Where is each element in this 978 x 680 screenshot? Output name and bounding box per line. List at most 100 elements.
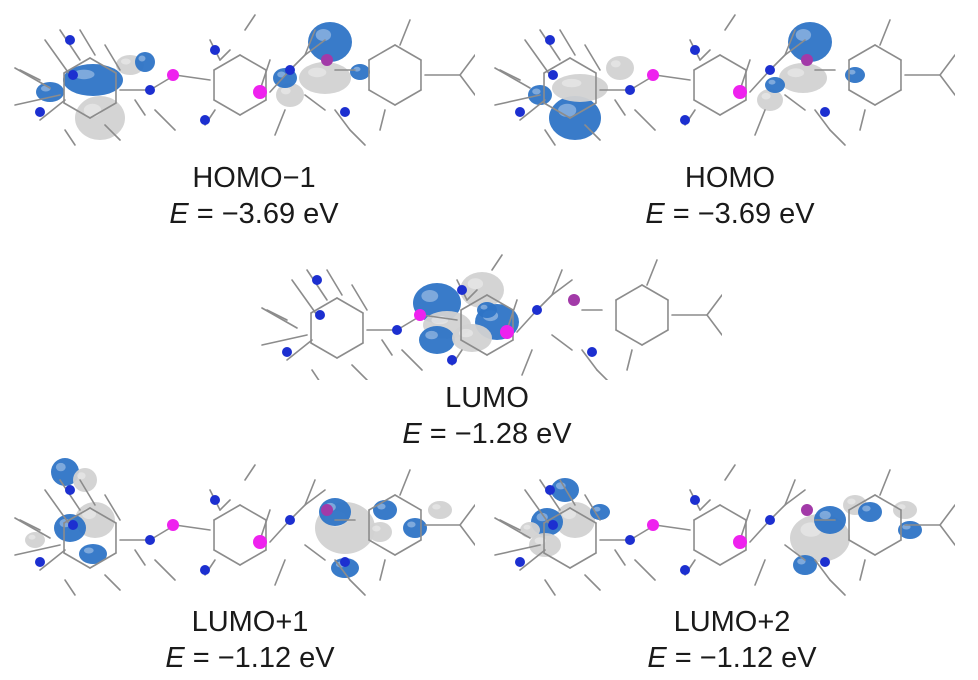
lobe-highlight [847,498,856,505]
bond [784,39,806,56]
bond [724,464,736,481]
bond [64,129,76,146]
atom [625,535,635,545]
bond [261,307,298,329]
bond [19,519,41,531]
bond [244,464,256,481]
bond [719,549,747,566]
lobe-highlight [523,524,531,530]
bond [213,54,241,71]
bond [626,349,633,371]
caption-lumo: LUMO E = −1.28 eV [337,380,637,452]
lobe-highlight [561,78,582,88]
lobe-highlight [77,472,86,480]
orbital-lobe [350,64,370,80]
bond [543,102,571,119]
bond [939,524,955,546]
bond [63,57,91,74]
bond [459,74,475,96]
atom [545,35,555,45]
atom [765,65,775,75]
atom [625,85,635,95]
bond [939,504,955,526]
atom [690,495,700,505]
orbital-energy: E = −3.69 eV [645,198,815,230]
atom [801,504,813,516]
bond [615,284,643,301]
orbital-lobe [299,62,351,94]
bond [524,39,551,76]
orbital-lobe [765,77,785,93]
orbital-label: HOMO [684,162,776,194]
atom [765,515,775,525]
atom [321,54,333,66]
bond [939,74,955,96]
bond [89,57,117,74]
atom [282,347,292,357]
lobe-highlight [120,58,131,65]
atom [315,310,325,320]
molecule-lumo+1 [5,450,475,600]
bond [219,49,231,61]
bond [104,494,121,521]
atom [820,557,830,567]
bond [459,524,475,546]
atom [285,65,295,75]
bond [104,44,121,71]
orbital-lobe [551,478,579,502]
bond [239,99,267,116]
orbital-lobe [552,74,608,102]
lobe-highlight [138,55,146,62]
bond [274,109,286,136]
lobe-highlight [73,69,95,80]
atom [457,285,467,295]
bond [544,579,556,596]
bond [584,44,601,71]
atom [253,85,267,99]
bond [39,549,66,571]
bond [219,499,231,511]
bond [706,294,722,316]
bond [104,574,121,591]
bond [569,102,597,119]
bond [693,54,721,71]
orbital-lobe [75,96,125,140]
bond [784,479,796,506]
lobe-highlight [28,534,36,540]
bond [784,489,806,506]
bond [460,339,488,356]
bond [646,259,658,286]
atom [647,69,659,81]
bond [829,579,846,596]
bond [569,552,597,569]
atom [35,107,45,117]
orbital-lobe [858,502,882,522]
bond [14,94,61,106]
lobe-highlight [862,505,871,512]
bond [134,99,146,116]
atom [680,115,690,125]
orbital-lobe [63,64,123,96]
atom [500,325,514,339]
lobe-highlight [787,68,805,78]
bond [394,494,422,511]
bond [559,29,576,56]
atom [548,70,558,80]
bond [239,54,267,71]
bond [134,549,146,566]
orbital-lobe [308,22,352,62]
bond [614,99,626,116]
bond [334,559,351,581]
atom [167,519,179,531]
bond [543,552,571,569]
atom [200,115,210,125]
bond [213,99,241,116]
bond [494,67,531,89]
bond [874,44,902,61]
lobe-highlight [372,525,381,532]
bond [693,99,721,116]
bond [259,59,271,91]
bond [494,517,531,539]
bond [551,269,563,296]
orbital-lobe [79,544,107,564]
